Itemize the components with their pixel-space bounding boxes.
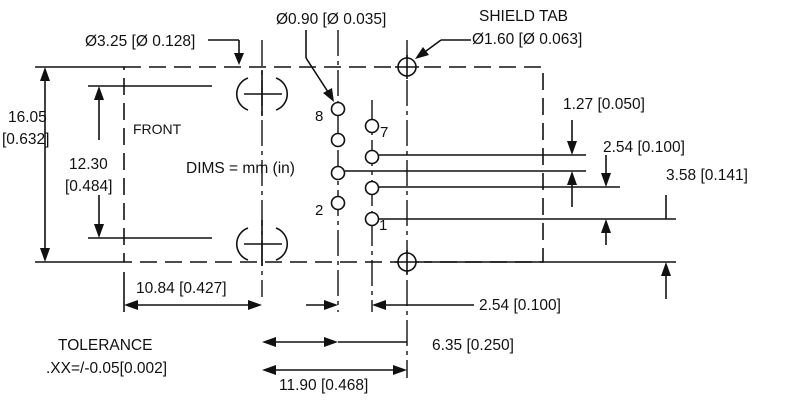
dim-outer-height <box>35 66 124 263</box>
mount-hole-callout: Ø3.25 [Ø 0.128] <box>85 33 195 50</box>
mount-spacing-in: [0.484] <box>65 178 112 195</box>
mount-hole-top <box>236 70 288 116</box>
dim-pin-offset <box>379 120 586 207</box>
leader-pin-hole <box>305 30 334 102</box>
pin-hole <box>364 211 380 227</box>
pin-label-1: 1 <box>379 217 387 234</box>
units-note: DIMS = mm (in) <box>186 160 295 177</box>
pin-hole <box>364 149 380 165</box>
pin-offset-label: 1.27 [0.050] <box>563 96 645 113</box>
pin1-to-shield-label: 3.58 [0.141] <box>666 167 748 184</box>
leader-mount-hole <box>208 39 244 65</box>
row-spacing-label: 2.54 [0.100] <box>479 297 561 314</box>
pin-hole <box>330 195 346 211</box>
pin-hole <box>330 165 346 181</box>
pin-holes <box>330 101 380 227</box>
dim-pin1-to-shield <box>379 195 676 299</box>
mount-to-shield-label: 11.90 [0.468] <box>279 377 368 394</box>
pin-hole <box>364 118 380 134</box>
tolerance-title: TOLERANCE <box>58 337 152 354</box>
dim-mount-to-shield <box>262 365 407 375</box>
pin-pitch-label: 2.54 [0.100] <box>603 139 685 156</box>
mount-spacing-mm: 12.30 <box>69 156 108 173</box>
dim-row-spacing <box>306 300 474 310</box>
pin-hole-callout: Ø0.90 [Ø 0.035] <box>276 11 386 28</box>
dim-front-to-mount <box>123 272 262 312</box>
pin-hole <box>330 132 346 148</box>
pin-label-7: 7 <box>380 124 388 141</box>
leader-shield-tab <box>415 39 471 59</box>
pin-hole <box>364 180 380 196</box>
shield-tab-hole-top <box>395 55 419 79</box>
tolerance-value: .XX=/-0.05[0.002] <box>46 360 167 377</box>
pin-label-8: 8 <box>315 108 323 125</box>
dim-mount-spacing <box>88 85 212 239</box>
shield-tab-callout: Ø1.60 [Ø 0.063] <box>472 31 582 48</box>
pin-label-2: 2 <box>315 202 323 219</box>
dim-pin-pitch <box>345 155 620 188</box>
mount-hole-bottom <box>236 220 288 266</box>
outer-height-mm: 16.05 <box>8 109 47 126</box>
front-label: FRONT <box>133 121 182 137</box>
outer-height-in: [0.632] <box>2 131 49 148</box>
shield-tab-hole-bottom <box>395 250 419 274</box>
front-to-mount-label: 10.84 [0.427] <box>136 280 227 297</box>
shield-tab-title: SHIELD TAB <box>479 8 568 25</box>
pin-hole <box>330 101 346 117</box>
dim-mount-to-row <box>262 337 407 347</box>
mount-to-row-label: 6.35 [0.250] <box>432 337 514 354</box>
